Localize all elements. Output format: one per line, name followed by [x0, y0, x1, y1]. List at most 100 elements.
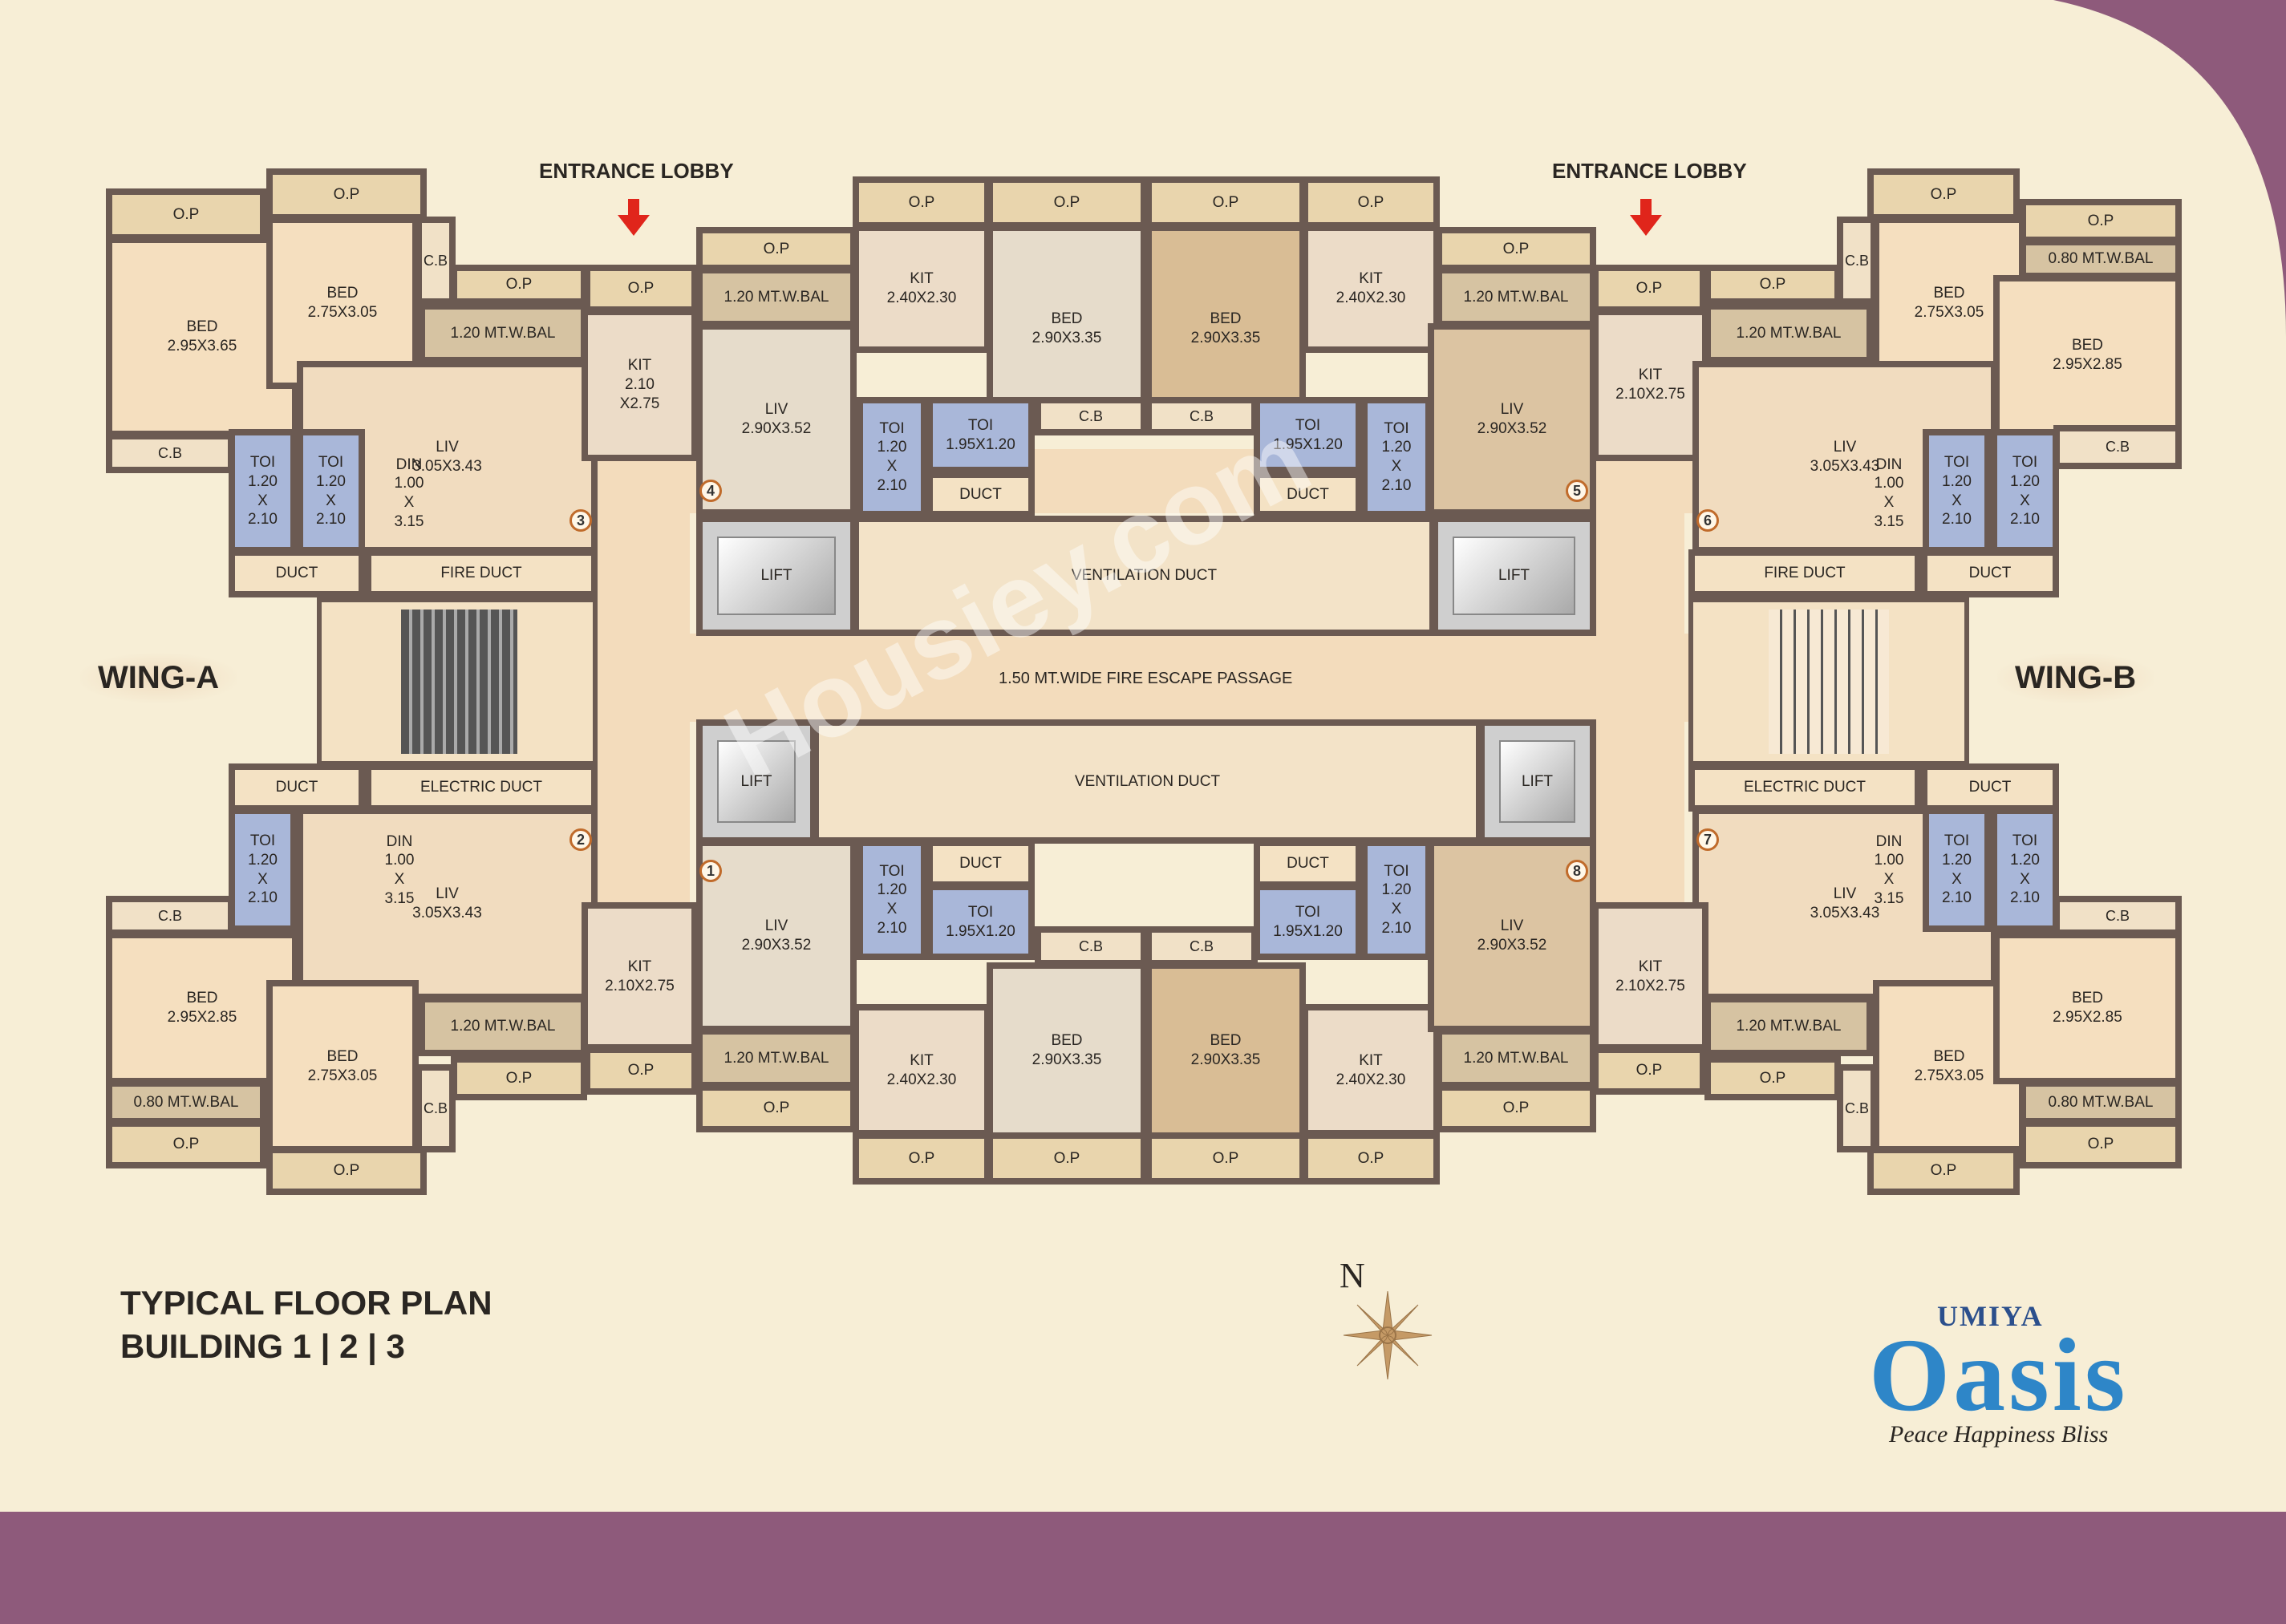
wing-b-label: WING-B: [1997, 654, 2154, 703]
toilet-c-top-3: TOI 1.95X1.20: [1254, 397, 1362, 473]
cb-c-bot-2: C.B: [1145, 926, 1258, 966]
plan-title-line-2: BUILDING 1 | 2 | 3: [120, 1327, 405, 1365]
staircase-b: [1769, 610, 1889, 754]
op-c-top-2: O.P: [853, 176, 991, 229]
bed-c-bot-1: BED 2.90X3.35: [987, 962, 1147, 1139]
op-c-bot-1: O.P: [696, 1084, 857, 1132]
op-b-bot-3: O.P: [1704, 1056, 1841, 1100]
vent-duct-bottom: VENTILATION DUCT: [813, 719, 1482, 844]
balcony-a-bottom-small: 0.80 MT.W.BAL: [106, 1080, 266, 1124]
compass-north-letter: N: [1340, 1256, 1365, 1295]
bed-a-bottom-small: BED 2.75X3.05: [266, 980, 419, 1152]
kit-c-top-2: KIT 2.40X2.30: [1302, 225, 1440, 353]
balcony-c-top-right: 1.20 MT.W.BAL: [1436, 267, 1596, 327]
brand-logo: Oasis: [1869, 1318, 2129, 1433]
duct-c-top-1: DUCT: [926, 472, 1035, 517]
cb-a-bot-right: C.B: [415, 1064, 456, 1152]
wing-a-label: WING-A: [80, 654, 237, 703]
op-c-bot-5: O.P: [1302, 1132, 1440, 1185]
cb-c-top-1: C.B: [1035, 397, 1147, 435]
toilet-b-bot-1: TOI 1.20 X 2.10: [1923, 808, 1991, 932]
cb-a-top-left: C.B: [106, 433, 234, 473]
flat-number-4: 4: [699, 480, 722, 502]
kit-a-top: KIT 2.10 X2.75: [582, 309, 698, 461]
toilet-c-bot-3: TOI 1.95X1.20: [1254, 884, 1362, 960]
core-corridor-right: [1588, 457, 1684, 906]
bed-b-top-large: BED 2.95X2.85: [1993, 275, 2182, 435]
op-b-top-3: O.P: [1704, 265, 1841, 305]
flat-number-7: 7: [1696, 828, 1719, 851]
electric-duct-b: ELECTRIC DUCT: [1688, 763, 1921, 812]
op-b-bot-2: O.P: [1867, 1147, 2020, 1195]
liv-c-bot-left: LIV 2.90X3.52: [696, 840, 857, 1032]
brand-tagline: Peace Happiness Bliss: [1889, 1421, 2109, 1448]
op-b-top-2: O.P: [1867, 168, 2020, 221]
kit-b-bottom: KIT 2.10X2.75: [1592, 902, 1708, 1051]
entrance-arrow-left-icon: [618, 215, 650, 236]
op-b-bot-kit: O.P: [1592, 1047, 1706, 1095]
toilet-b-top-2: TOI 1.20 X 2.10: [1991, 429, 2059, 553]
duct-c-bot-2: DUCT: [1254, 840, 1362, 888]
op-a-top-2: O.P: [266, 168, 427, 221]
cb-a-top-right: C.B: [415, 217, 456, 305]
staircase-a: [401, 610, 517, 754]
entrance-arrow-stem-left: [628, 199, 639, 217]
cb-b-bot-left: C.B: [1837, 1064, 1877, 1152]
toilet-b-bot-2: TOI 1.20 X 2.10: [1991, 808, 2059, 932]
lift-c-top-left: LIFT: [696, 516, 857, 636]
op-c-bot-3: O.P: [987, 1132, 1147, 1185]
balcony-b-bottom: 1.20 MT.W.BAL: [1704, 996, 1873, 1056]
op-a-bot-kit: O.P: [584, 1047, 698, 1095]
lift-c-bot-right: LIFT: [1478, 719, 1596, 844]
op-c-top-6: O.P: [1436, 227, 1596, 271]
bed-c-bot-2: BED 2.90X3.35: [1145, 962, 1306, 1139]
lift-c-top-right: LIFT: [1432, 516, 1596, 636]
plan-title-line-1: TYPICAL FLOOR PLAN: [120, 1284, 492, 1322]
balcony-c-bot-left: 1.20 MT.W.BAL: [696, 1028, 857, 1088]
cb-a-bot-left: C.B: [106, 896, 234, 936]
toilet-c-bot-4: TOI 1.20 X 2.10: [1361, 840, 1432, 960]
entrance-arrow-stem-right: [1640, 199, 1652, 217]
din-b-bottom: DIN 1.00 X 3.15: [1874, 832, 1904, 907]
op-b-bot-1: O.P: [2020, 1120, 2182, 1168]
din-a-top: DIN 1.00 X 3.15: [394, 456, 424, 530]
entrance-arrow-right-icon: [1630, 215, 1662, 236]
duct-b-bottom: DUCT: [1921, 763, 2059, 812]
op-c-bot-4: O.P: [1145, 1132, 1306, 1185]
toilet-a-top-1: TOI 1.20 X 2.10: [229, 429, 297, 553]
cb-b-bot-right: C.B: [2053, 896, 2182, 936]
electric-duct-a: ELECTRIC DUCT: [365, 763, 598, 812]
balcony-a-top: 1.20 MT.W.BAL: [419, 303, 587, 363]
lift-c-bot-left: LIFT: [696, 719, 817, 844]
op-c-bot-6: O.P: [1436, 1084, 1596, 1132]
entrance-lobby-label-right: ENTRANCE LOBBY: [1552, 159, 1747, 183]
entrance-lobby-label-left: ENTRANCE LOBBY: [539, 159, 734, 183]
duct-c-bot-1: DUCT: [926, 840, 1035, 888]
toilet-a-top-2: TOI 1.20 X 2.10: [297, 429, 365, 553]
core-corridor-left: [594, 457, 690, 906]
op-a-top-1: O.P: [106, 188, 266, 241]
flat-number-6: 6: [1696, 509, 1719, 532]
balcony-b-top: 1.20 MT.W.BAL: [1704, 303, 1873, 363]
toilet-c-top-1: TOI 1.20 X 2.10: [857, 397, 927, 517]
op-a-bot-3: O.P: [451, 1056, 587, 1100]
op-a-bot-2: O.P: [266, 1147, 427, 1195]
flat-number-5: 5: [1566, 480, 1588, 502]
op-c-top-3: O.P: [987, 176, 1147, 229]
toilet-b-top-1: TOI 1.20 X 2.10: [1923, 429, 1991, 553]
cb-b-top-left: C.B: [1837, 217, 1877, 305]
op-a-top-3: O.P: [451, 265, 587, 305]
op-c-top-5: O.P: [1302, 176, 1440, 229]
toilet-a-bot-1: TOI 1.20 X 2.10: [229, 808, 297, 932]
plan-title: TYPICAL FLOOR PLAN BUILDING 1 | 2 | 3: [120, 1282, 492, 1368]
op-a-top-kit: O.P: [584, 265, 698, 313]
balcony-a-bottom: 1.20 MT.W.BAL: [419, 996, 587, 1056]
op-c-top-1: O.P: [696, 227, 857, 271]
bed-a-top-small: BED 2.75X3.05: [266, 217, 419, 389]
toilet-c-top-4: TOI 1.20 X 2.10: [1361, 397, 1432, 517]
flat-number-3: 3: [569, 509, 592, 532]
din-b-top: DIN 1.00 X 3.15: [1874, 456, 1904, 530]
kit-c-bot-2: KIT 2.40X2.30: [1302, 1004, 1440, 1136]
flat-number-8: 8: [1566, 860, 1588, 882]
